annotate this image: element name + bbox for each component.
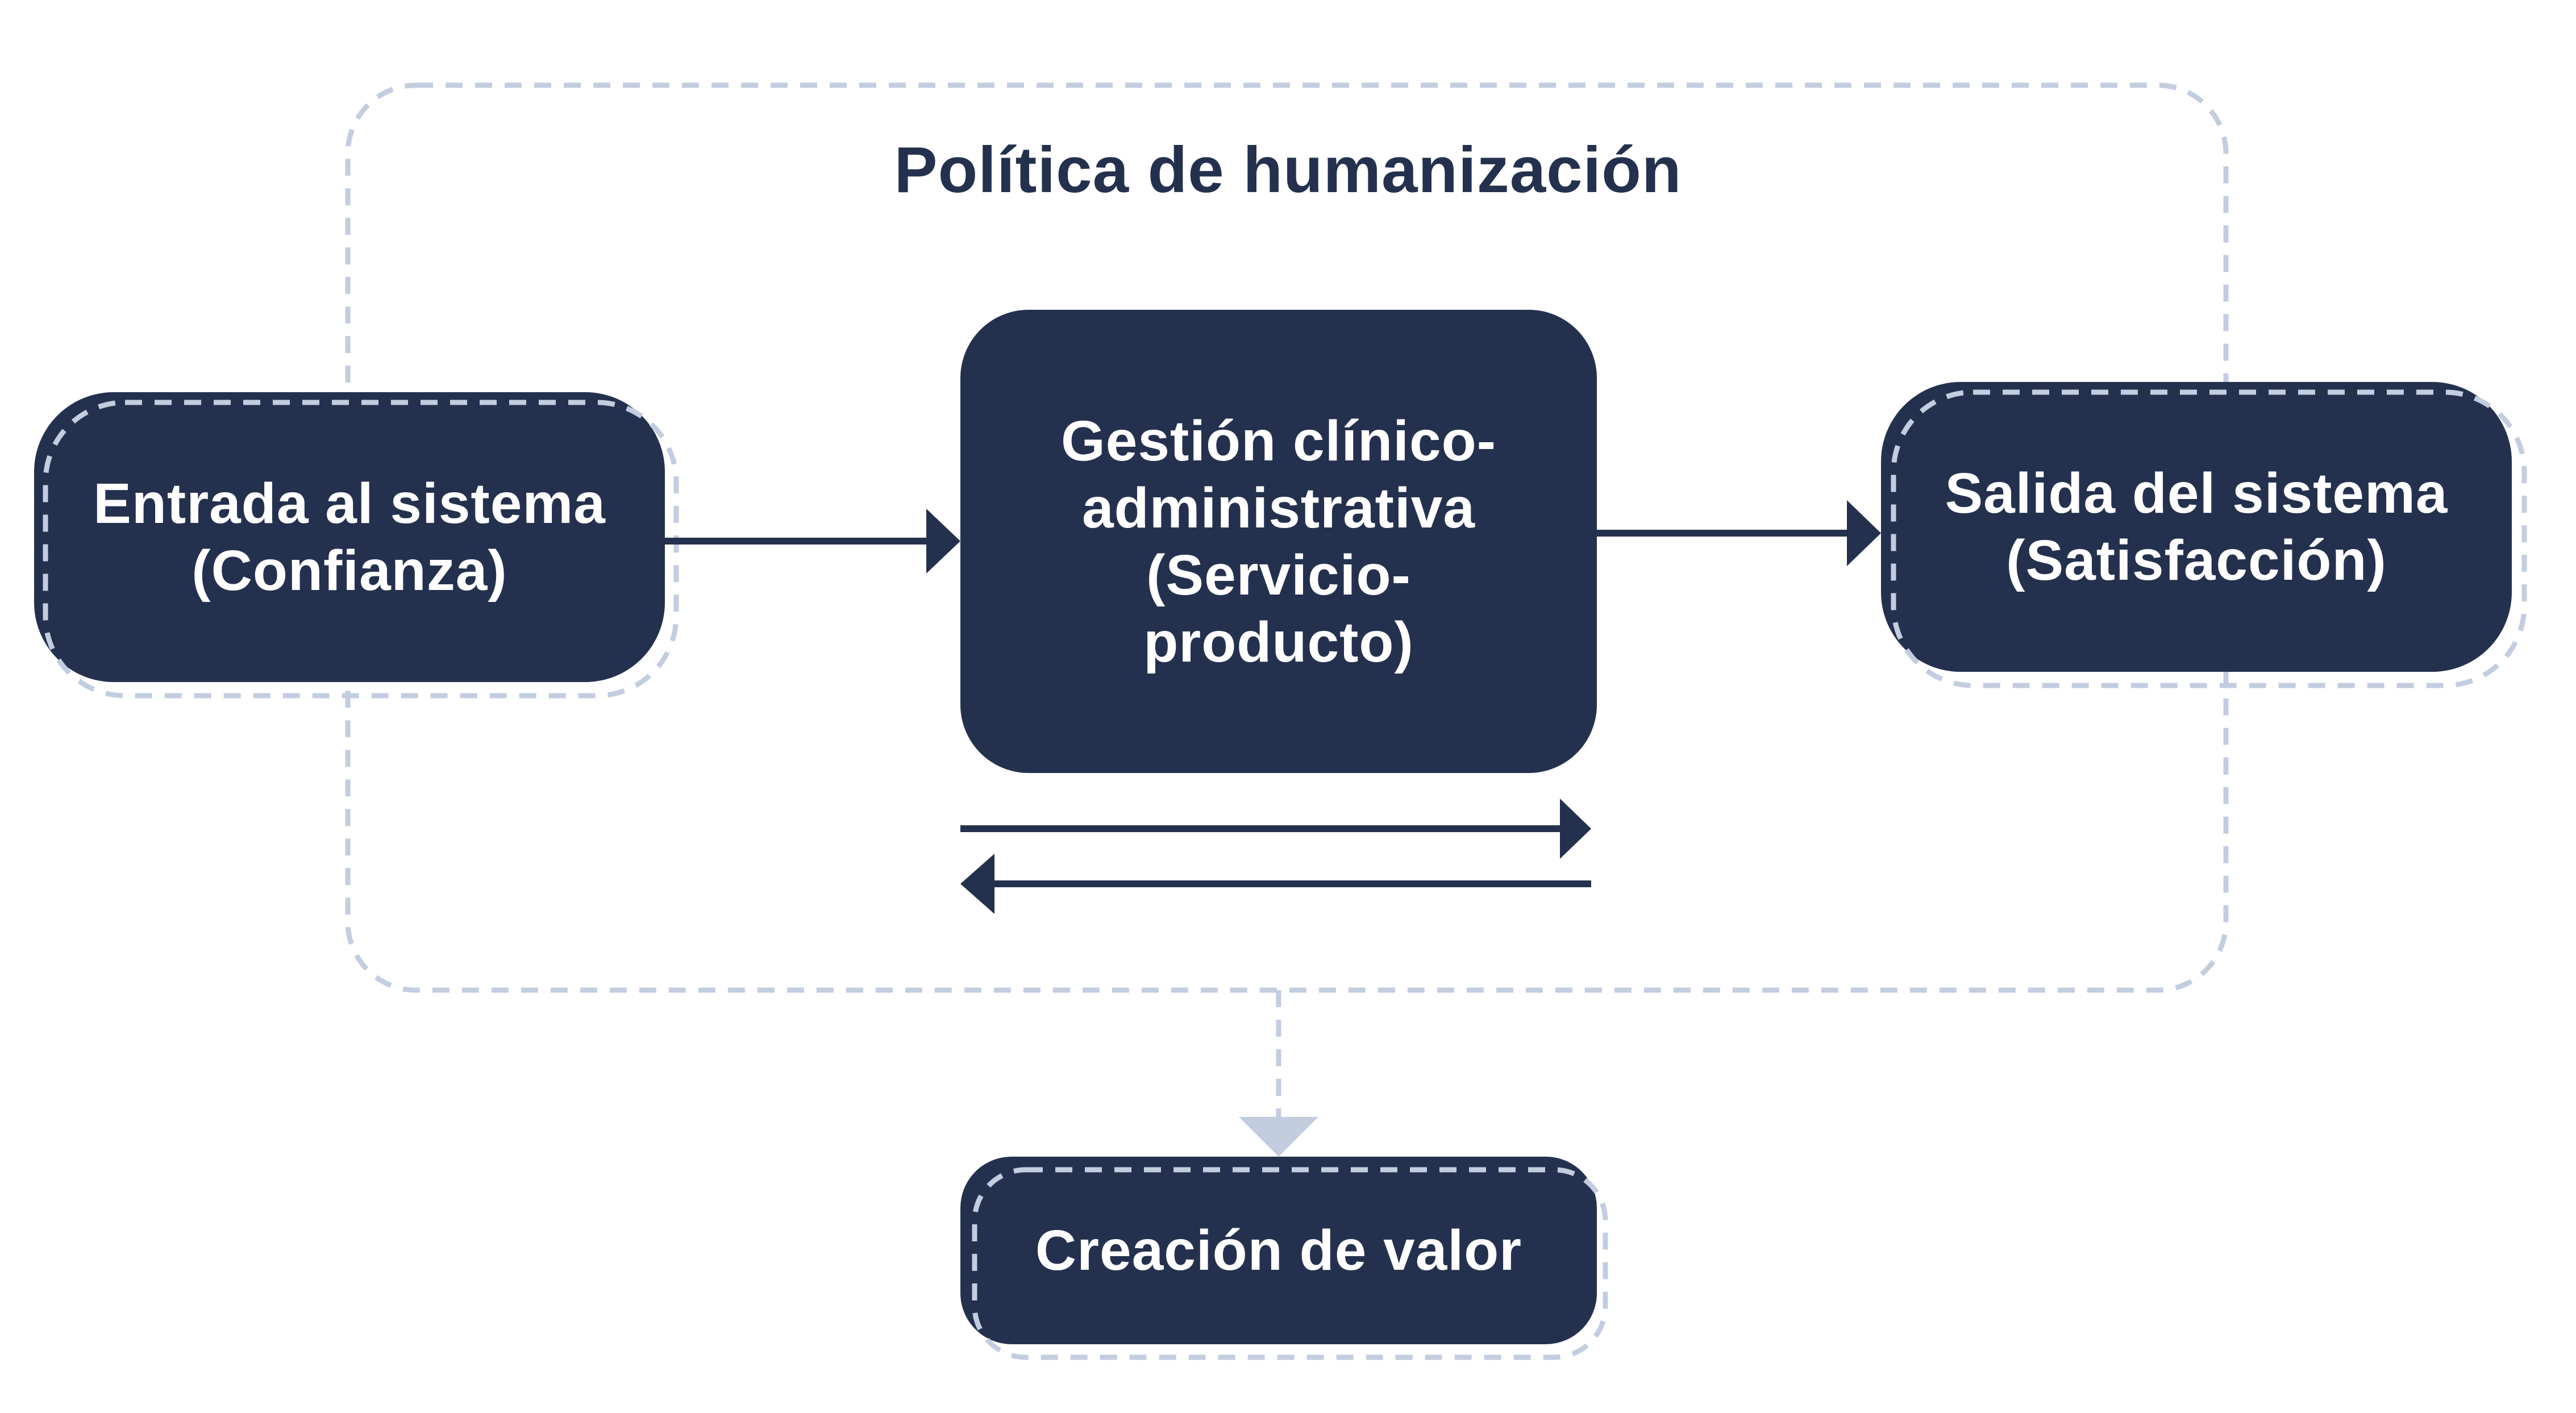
arrowhead-feedback-left <box>960 854 994 914</box>
creacion-node-label: Creación de valor <box>1035 1219 1522 1282</box>
arrowhead-feedback-right <box>1560 799 1591 859</box>
gestion-node-box <box>960 310 1597 773</box>
policy-title: Política de humanización <box>894 134 1682 206</box>
arrowhead-policy-to-creacion <box>1239 1117 1318 1157</box>
entrada-node-box <box>34 392 665 682</box>
creacion-node-dashed-outline <box>972 1167 1608 1360</box>
salida-node-label: Salida del sistema (Satisfacción) <box>1945 462 2448 592</box>
salida-node-dashed-outline <box>1891 389 2527 688</box>
entrada-node-dashed-outline <box>43 400 679 699</box>
creacion-node: Creación de valor <box>960 1157 1597 1344</box>
salida-node-box <box>1881 382 2512 672</box>
entrada-node-label: Entrada al sistema (Confianza) <box>93 472 606 602</box>
gestion-node: Gestión clínico- administrativa (Servici… <box>960 310 1597 773</box>
arrowhead-entrada-to-gestion <box>926 509 960 573</box>
entrada-node: Entrada al sistema (Confianza) <box>34 392 665 682</box>
salida-node: Salida del sistema (Satisfacción) <box>1881 382 2512 672</box>
gestion-node-label: Gestión clínico- administrativa (Servici… <box>1060 409 1497 674</box>
arrowhead-gestion-to-salida <box>1847 500 1881 566</box>
creacion-node-box <box>960 1157 1597 1344</box>
